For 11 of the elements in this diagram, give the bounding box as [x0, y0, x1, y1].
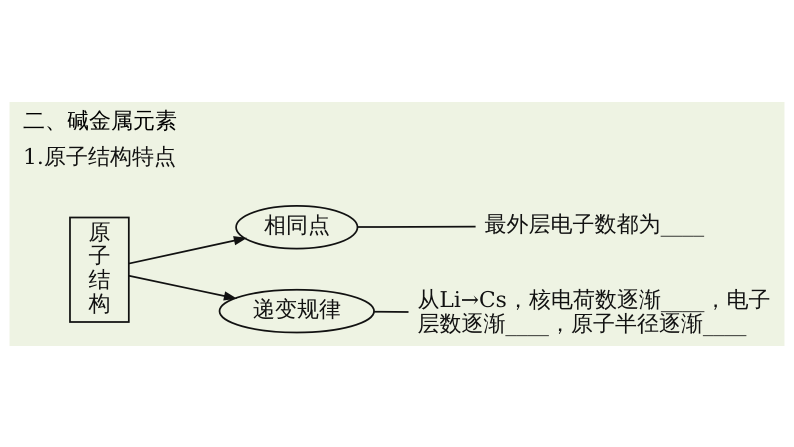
arrow: [128, 236, 248, 264]
node-text: 从Li→Cs，核电荷数逐渐____，电子层数逐渐____，原子半径逐渐____: [417, 287, 770, 336]
node-box: 原子结构: [69, 216, 130, 322]
label: 1.原子结构特点: [23, 144, 176, 170]
node-text: 最外层电子数都为____: [484, 212, 704, 238]
node-ellipse: 相同点: [235, 204, 358, 249]
connector: [358, 225, 476, 228]
node-ellipse: 递变规律: [218, 288, 375, 333]
diagram-title: 二、碱金属元素: [22, 108, 177, 134]
connector: [374, 310, 409, 312]
arrow: [128, 274, 238, 300]
